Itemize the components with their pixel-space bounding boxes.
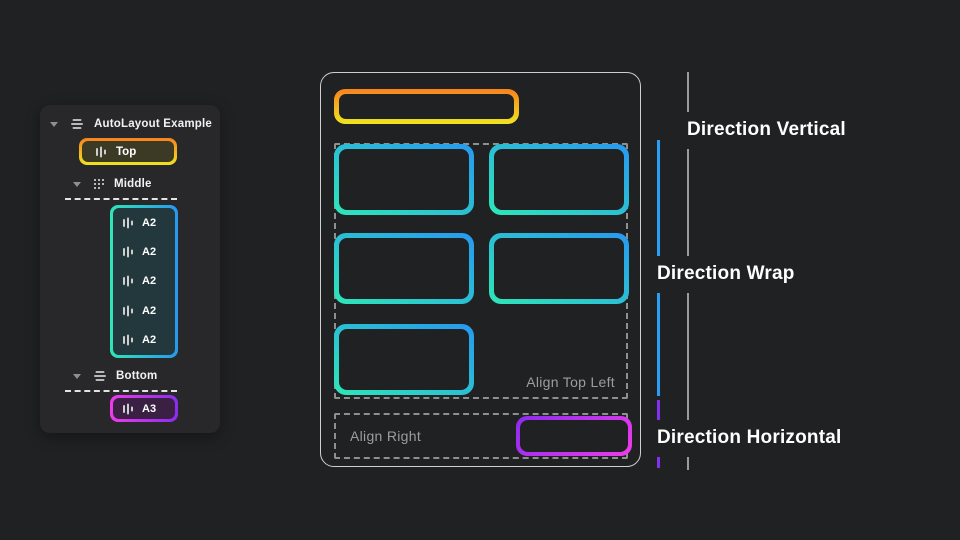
- canvas-box-a2[interactable]: [334, 324, 474, 395]
- layer-label-a2: A2: [142, 275, 157, 288]
- layer-item-a2[interactable]: A2: [113, 238, 175, 267]
- layer-row-root[interactable]: AutoLayout Example: [50, 115, 212, 133]
- horizontal-layout-icon: [95, 146, 107, 158]
- layer-label-a2: A2: [142, 246, 157, 259]
- wrap-grid-icon: [93, 178, 105, 190]
- layer-item-a2[interactable]: A2: [113, 208, 175, 237]
- layer-item-a2[interactable]: A2: [113, 296, 175, 325]
- canvas-box-a3[interactable]: [516, 416, 632, 456]
- layer-item-a2[interactable]: A2: [113, 326, 175, 355]
- horizontal-layout-icon: [122, 334, 134, 346]
- canvas-box-a2[interactable]: [334, 233, 474, 304]
- layer-item-top[interactable]: Top: [79, 138, 177, 165]
- caret-down-icon[interactable]: [73, 181, 81, 187]
- horizontal-layout-icon: [122, 275, 134, 287]
- direction-horizontal-label: Direction Horizontal: [654, 420, 852, 457]
- caret-down-icon[interactable]: [73, 373, 81, 379]
- layer-item-a2[interactable]: A2: [113, 267, 175, 296]
- layer-label-root: AutoLayout Example: [94, 118, 212, 130]
- drop-indicator-line: [65, 390, 177, 392]
- layer-row-middle[interactable]: Middle: [73, 175, 152, 193]
- layers-panel: AutoLayout Example Top Middle A2: [40, 105, 220, 433]
- layer-label-a2: A2: [142, 304, 157, 317]
- canvas-box-a2[interactable]: [334, 144, 474, 215]
- layer-label-a2: A2: [142, 216, 157, 229]
- horizontal-layout-icon: [122, 217, 134, 229]
- layer-label-middle: Middle: [114, 178, 152, 190]
- direction-wrap-label: Direction Wrap: [654, 256, 805, 293]
- align-top-left-label: Align Top Left: [526, 374, 615, 390]
- layer-group-middle-children: A2 A2 A2 A2 A2: [110, 205, 178, 358]
- horizontal-layout-icon: [122, 246, 134, 258]
- canvas-frame[interactable]: Align Top Left Align Right: [320, 72, 641, 467]
- horizontal-layout-icon: [122, 403, 134, 415]
- layer-label-top: Top: [116, 145, 137, 158]
- canvas-box-top[interactable]: [334, 89, 519, 124]
- layer-item-a3[interactable]: A3: [110, 395, 178, 422]
- layer-label-bottom: Bottom: [116, 370, 158, 382]
- vertical-layout-icon: [93, 370, 107, 382]
- layer-label-a3: A3: [142, 402, 157, 415]
- layer-row-bottom[interactable]: Bottom: [73, 367, 157, 385]
- drop-indicator-line: [65, 198, 177, 200]
- horizontal-layout-icon: [122, 305, 134, 317]
- vertical-layout-icon: [70, 118, 84, 130]
- canvas-box-a2[interactable]: [489, 144, 629, 215]
- layer-label-a2: A2: [142, 334, 157, 347]
- align-right-label: Align Right: [350, 428, 422, 444]
- canvas-box-a2[interactable]: [489, 233, 629, 304]
- direction-vertical-label: Direction Vertical: [684, 112, 856, 149]
- caret-down-icon[interactable]: [50, 121, 58, 127]
